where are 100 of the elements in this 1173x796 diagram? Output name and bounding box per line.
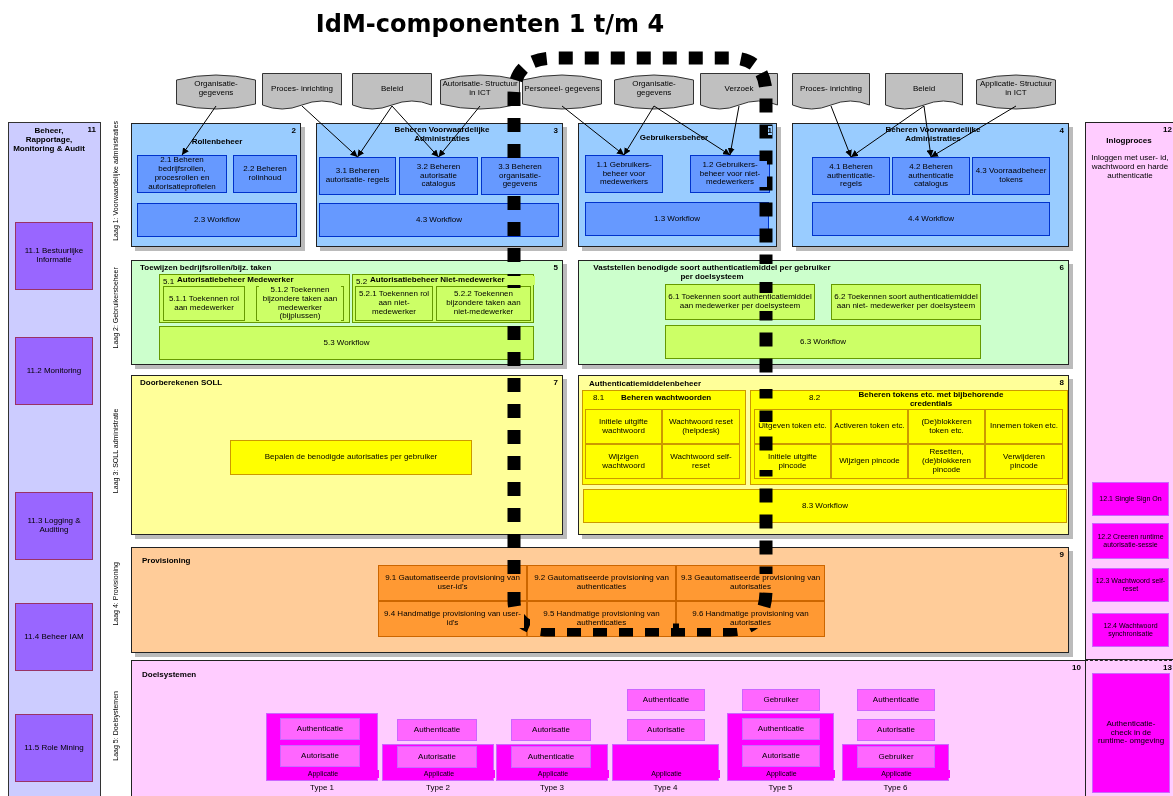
function-box: 9.3 Geautomatiseerde provisioning van autorisaties (676, 565, 825, 601)
component-number: 7 (553, 378, 558, 387)
component-number: 10 (1072, 663, 1081, 672)
document-shape: Beleid (885, 73, 963, 111)
function-box: Initiele uitgifte pincode (754, 444, 831, 479)
function-box: Authenticatie (627, 689, 705, 711)
function-box: 3.1 Beheren autorisatie- regels (319, 157, 396, 195)
data-store-shape: Organisatie- gegevens (176, 73, 256, 111)
component-number: 12 (1163, 125, 1172, 134)
panel-heading: Beheer, Rapportage, Monitoring & Audit (11, 127, 87, 154)
component-panel (582, 390, 746, 485)
panel-heading: Autorisatiebeheer Niet-medewerker (370, 276, 535, 285)
function-box: Bepalen de benodigde autorisaties per gebruiker (230, 440, 472, 475)
application-block (612, 744, 719, 781)
panel-description: Inloggen met user- id, wachtwoord en harde authenticatie (1090, 153, 1170, 181)
type-caption: Type 3 (539, 783, 565, 792)
type-caption: Type 5 (767, 783, 794, 792)
function-box: Authenticatie- check in de runtime- omgeving (1092, 673, 1170, 793)
function-box: 1.3 Workflow (585, 202, 769, 236)
function-box: 5.1.1 Toekennen rol aan medewerker (163, 286, 245, 321)
component-panel (131, 660, 1086, 796)
function-box: 4.4 Workflow (812, 202, 1050, 236)
data-store-shape: Applicatie- Structuur in ICT (976, 73, 1056, 111)
function-box: 4.3 Workflow (319, 203, 559, 237)
function-box: Wachtwoord self-reset (662, 444, 740, 479)
function-box: Authenticatie (397, 719, 477, 741)
application-block (496, 744, 608, 781)
component-panel (159, 274, 350, 323)
function-box: Gebruiker (742, 689, 820, 711)
document-shape: Proces- inrichting (792, 73, 870, 111)
data-store-shape: Autorisatie- Structuur in ICT (440, 73, 520, 111)
arrow (923, 105, 934, 158)
component-panel (1085, 122, 1173, 660)
component-number: 3 (553, 126, 558, 135)
arrow (623, 105, 655, 156)
application-block (727, 713, 834, 781)
function-box: Authenticatie (280, 718, 360, 740)
component-number: 5.1 (163, 277, 175, 286)
arrow (391, 105, 439, 158)
component-number: 2 (291, 126, 296, 135)
diagram-title: IdM-componenten 1 t/m 4 (314, 10, 666, 38)
arrow (301, 105, 358, 158)
function-box: 1.1 Gebruikers- beheer voor medewerkers (585, 155, 663, 193)
function-box: 9.4 Handmatige provisioning van user-id's (378, 601, 527, 637)
arrow (850, 105, 925, 158)
type-caption: Type 1 (309, 783, 335, 792)
function-box: Activeren token etc. (831, 409, 908, 444)
document-shape: Proces- inrichting (262, 73, 342, 111)
data-store-shape: Personeel- gegevens (522, 73, 602, 111)
function-box: 3.2 Beheren autorisatie catalogus (399, 157, 478, 195)
function-box: 6.3 Workflow (665, 325, 981, 359)
arrow (653, 105, 731, 156)
component-number: 8 (1059, 378, 1064, 387)
function-box: 2.1 Beheren bedrijfsrollen, procesrollen en autorisatieprofielen (137, 155, 227, 193)
function-box: 9.1 Gautomatiseerde provisioning van user-id's (378, 565, 527, 601)
function-box: 6.1 Toekennen soort authenticatiemiddel aan medewerker per doelsysteem (665, 284, 815, 320)
function-box: Wachtwoord reset (helpdesk) (662, 409, 740, 444)
function-box: Authenticatie (857, 689, 935, 711)
function-box: Wijzigen pincode (831, 444, 908, 479)
document-shape: Beleid (352, 73, 432, 111)
component-number: 1 (767, 126, 772, 135)
function-box: Autorisatie (742, 745, 820, 767)
type-caption: Type 2 (425, 783, 451, 792)
component-panel (750, 390, 1068, 485)
function-box: 5.2.2 Toekennen bijzondere taken aan niet-medewerker (436, 286, 531, 321)
arrow (830, 105, 852, 158)
application-block (842, 744, 949, 781)
function-box: Initiele uitgifte wachtwoord (585, 409, 662, 444)
arrow (561, 105, 625, 156)
component-panel (8, 122, 101, 796)
function-box: 11.3 Logging & Auditing (15, 492, 93, 560)
function-box: Autorisatie (280, 745, 360, 767)
function-box: 11.1 Bestuurlijke Informatie (15, 222, 93, 290)
function-box: Innemen token etc. (985, 409, 1063, 444)
function-box: Autorisatie (397, 746, 477, 768)
component-number: 8.1 (593, 393, 605, 402)
function-box: 11.4 Beheer IAM (15, 603, 93, 671)
component-number: 13 (1163, 663, 1172, 672)
function-box: 11.2 Monitoring (15, 337, 93, 405)
component-number: 5.2 (356, 277, 368, 286)
function-box: 5.1.2 Toekennen bijzondere taken aan medewerker (bijplussen) (256, 286, 344, 321)
type-caption: Type 6 (882, 783, 909, 792)
function-box: Resetten, (de)blokkeren pincode (908, 444, 985, 479)
function-box: 5.2.1 Toekennen rol aan niet- medewerker (355, 286, 433, 321)
function-box: 4.3 Voorraadbeheer tokens (972, 157, 1050, 195)
function-box: 11.5 Role Mining (15, 714, 93, 782)
component-number: 8.2 (809, 393, 821, 402)
function-box: 4.1 Beheren authenticatie- regels (812, 157, 890, 195)
component-number: 5 (553, 263, 558, 272)
type-caption: Type 4 (652, 783, 679, 792)
function-box: 8.3 Workflow (583, 489, 1067, 523)
function-box: 9.6 Handmatige provisioning van autorisaties (676, 601, 825, 637)
function-box: Autorisatie (627, 719, 705, 741)
function-box: Authenticatie (742, 718, 820, 740)
component-number: 4 (1059, 126, 1064, 135)
function-box: 6.2 Toekennen soort authenticatiemiddel aan niet- medewerker per doelsysteem (831, 284, 981, 320)
function-box: 3.3 Beheren organisatie- gegevens (481, 157, 559, 195)
function-box: Verwijderen pincode (985, 444, 1063, 479)
arrow (727, 105, 740, 156)
component-panel (352, 274, 534, 323)
